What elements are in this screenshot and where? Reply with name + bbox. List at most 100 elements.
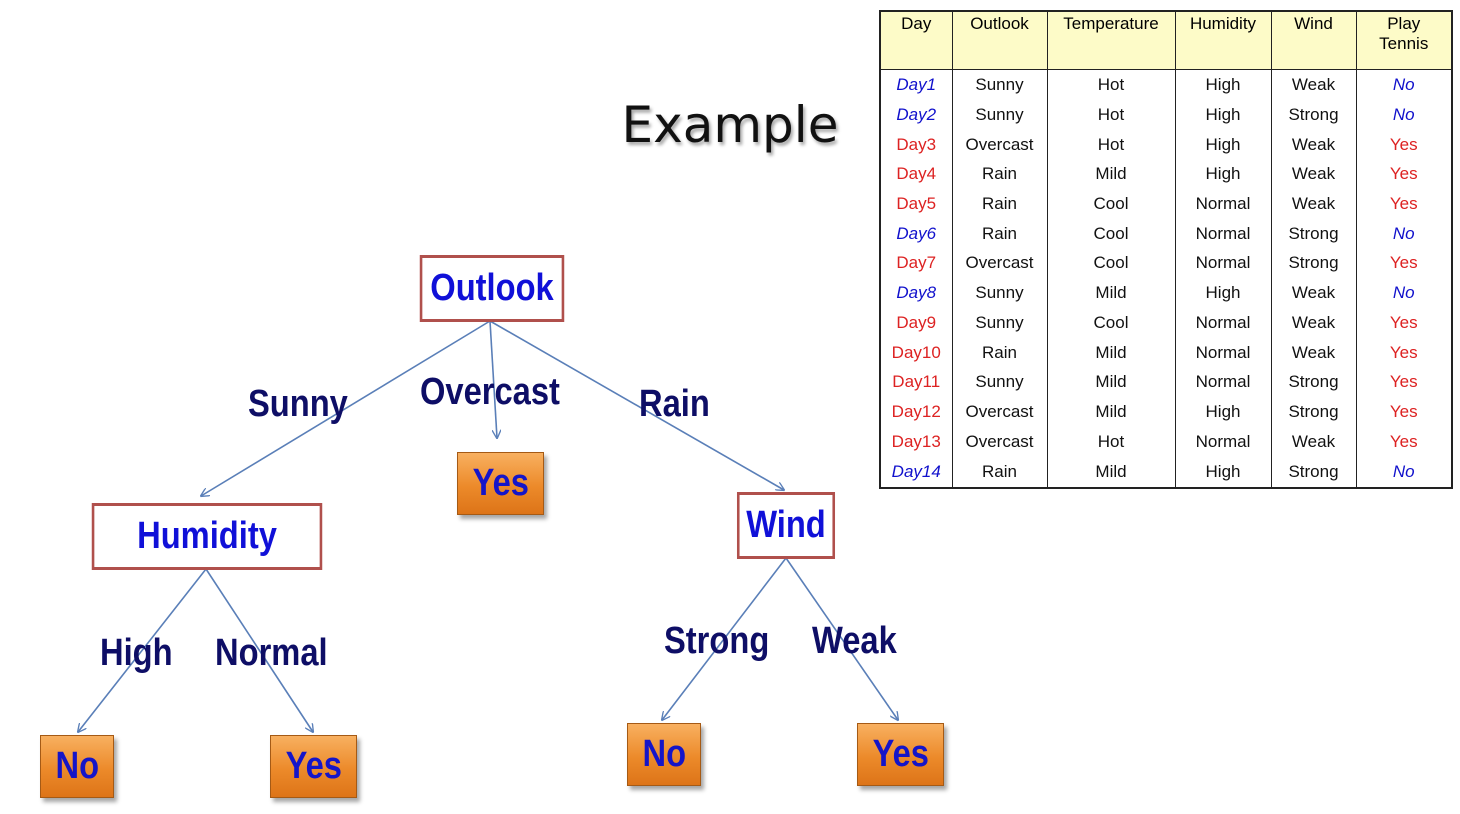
cell-humidity: High xyxy=(1174,129,1272,160)
cell-humidity: Normal xyxy=(1174,189,1272,219)
cell-play: No xyxy=(1355,456,1453,488)
leaf-label: No xyxy=(55,745,99,787)
header-temperature: Temperature xyxy=(1046,11,1176,70)
cell-wind: Weak xyxy=(1270,129,1357,160)
leaf-overcast-yes: Yes xyxy=(457,452,544,515)
edge-label-normal: Normal xyxy=(215,632,328,674)
cell-temperature: Mild xyxy=(1046,159,1176,190)
cell-day: Day12 xyxy=(879,397,953,427)
cell-temperature: Mild xyxy=(1046,367,1176,398)
cell-temperature: Hot xyxy=(1046,129,1176,160)
edge-label-rain: Rain xyxy=(639,383,710,425)
cell-humidity: High xyxy=(1174,278,1272,308)
edge-label-sunny: Sunny xyxy=(248,383,348,425)
cell-day: Day9 xyxy=(879,308,953,338)
cell-wind: Strong xyxy=(1270,99,1357,130)
cell-wind: Strong xyxy=(1270,397,1357,427)
cell-humidity: High xyxy=(1174,99,1272,130)
header-day: Day xyxy=(879,11,953,70)
cell-play: Yes xyxy=(1355,337,1453,368)
cell-day: Day3 xyxy=(879,129,953,160)
node-humidity: Humidity xyxy=(91,503,323,570)
cell-temperature: Cool xyxy=(1046,248,1176,279)
cell-day: Day14 xyxy=(879,456,953,488)
cell-temperature: Mild xyxy=(1046,278,1176,308)
cell-humidity: Normal xyxy=(1174,337,1272,368)
edge-label-high: High xyxy=(100,632,173,674)
cell-wind: Strong xyxy=(1270,218,1357,249)
cell-day: Day2 xyxy=(879,99,953,130)
cell-humidity: Normal xyxy=(1174,308,1272,338)
edge-humidity-normal xyxy=(205,568,313,732)
cell-play: Yes xyxy=(1355,248,1453,279)
cell-temperature: Mild xyxy=(1046,337,1176,368)
cell-outlook: Overcast xyxy=(951,426,1048,457)
cell-wind: Strong xyxy=(1270,248,1357,279)
cell-outlook: Overcast xyxy=(951,129,1048,160)
table-header-row: Day Outlook Temperature Humidity Wind Pl… xyxy=(879,11,1453,70)
leaf-label: No xyxy=(642,733,686,775)
header-play-tennis: Play Tennis xyxy=(1355,11,1453,70)
cell-wind: Weak xyxy=(1270,189,1357,219)
cell-wind: Weak xyxy=(1270,69,1357,100)
cell-play: Yes xyxy=(1355,367,1453,398)
cell-temperature: Cool xyxy=(1046,308,1176,338)
edge-label-weak: Weak xyxy=(812,620,897,662)
cell-day: Day6 xyxy=(879,218,953,249)
node-wind: Wind xyxy=(736,492,836,559)
cell-outlook: Sunny xyxy=(951,278,1048,308)
leaf-high-no: No xyxy=(40,735,114,798)
cell-play: No xyxy=(1355,218,1453,249)
cell-humidity: Normal xyxy=(1174,218,1272,249)
cell-temperature: Hot xyxy=(1046,69,1176,100)
node-outlook: Outlook xyxy=(419,255,565,322)
cell-play: Yes xyxy=(1355,397,1453,427)
cell-outlook: Sunny xyxy=(951,367,1048,398)
cell-day: Day13 xyxy=(879,426,953,457)
cell-play: Yes xyxy=(1355,159,1453,190)
leaf-label: Yes xyxy=(472,462,529,504)
leaf-normal-yes: Yes xyxy=(270,735,357,798)
cell-day: Day10 xyxy=(879,337,953,368)
cell-play: No xyxy=(1355,278,1453,308)
header-humidity: Humidity xyxy=(1174,11,1272,70)
header-wind: Wind xyxy=(1270,11,1357,70)
cell-play: Yes xyxy=(1355,426,1453,457)
cell-humidity: High xyxy=(1174,159,1272,190)
cell-outlook: Rain xyxy=(951,218,1048,249)
cell-outlook: Overcast xyxy=(951,397,1048,427)
cell-temperature: Mild xyxy=(1046,397,1176,427)
cell-play: Yes xyxy=(1355,129,1453,160)
edge-outlook-overcast xyxy=(489,320,497,438)
cell-play: Yes xyxy=(1355,308,1453,338)
cell-outlook: Rain xyxy=(951,189,1048,219)
edge-outlook-wind xyxy=(489,320,784,490)
edge-label-strong: Strong xyxy=(664,620,770,662)
cell-temperature: Mild xyxy=(1046,456,1176,488)
cell-wind: Weak xyxy=(1270,337,1357,368)
cell-play: No xyxy=(1355,69,1453,100)
cell-outlook: Sunny xyxy=(951,69,1048,100)
cell-wind: Weak xyxy=(1270,159,1357,190)
cell-play: No xyxy=(1355,99,1453,130)
cell-day: Day7 xyxy=(879,248,953,279)
leaf-strong-no: No xyxy=(627,723,701,786)
cell-play: Yes xyxy=(1355,189,1453,219)
cell-outlook: Sunny xyxy=(951,99,1048,130)
cell-humidity: Normal xyxy=(1174,248,1272,279)
edge-wind-weak xyxy=(785,557,898,720)
leaf-label: Yes xyxy=(872,733,929,775)
edge-humidity-high xyxy=(78,568,207,732)
